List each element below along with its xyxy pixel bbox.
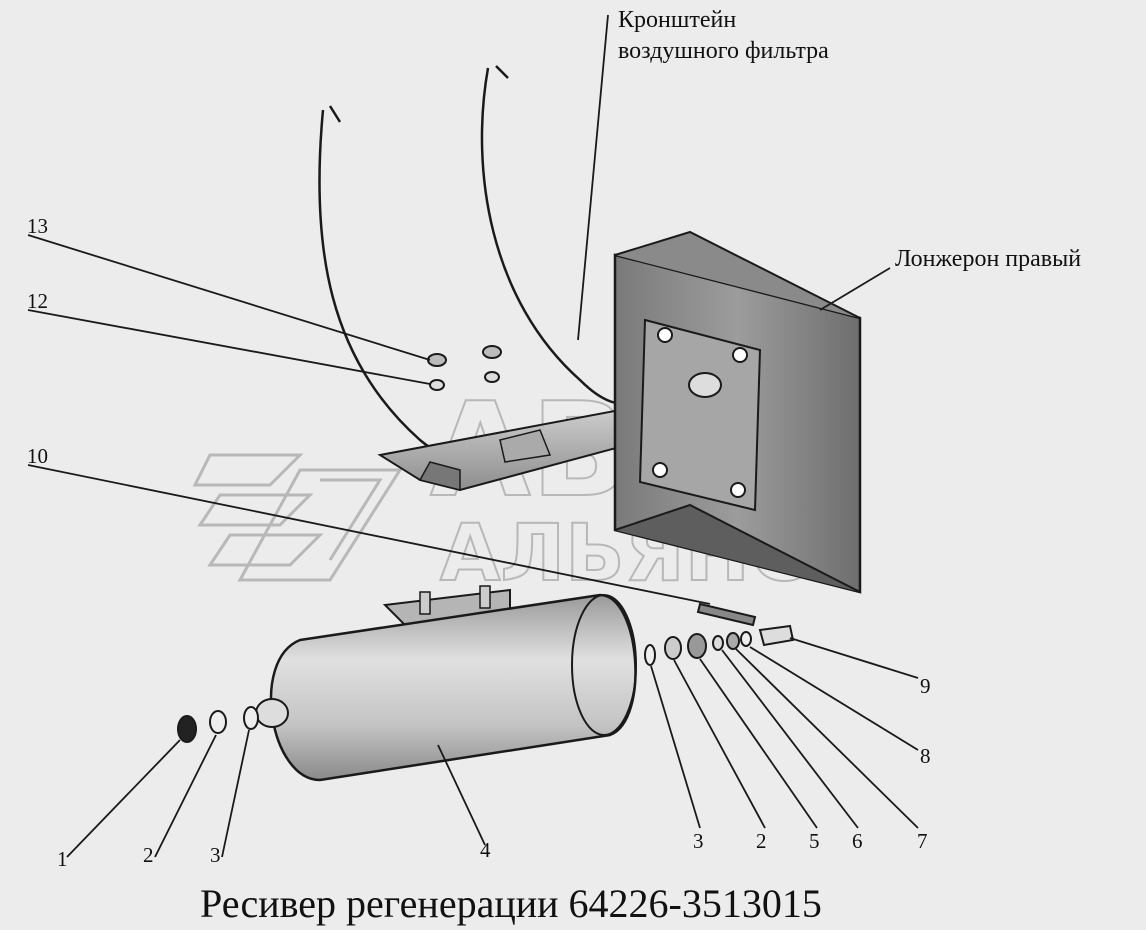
part-number-2-left: 2	[143, 843, 154, 867]
callout-bracket-line1: Кронштейн	[618, 7, 736, 33]
part-number-1: 1	[57, 847, 68, 871]
part-number-4: 4	[480, 838, 491, 862]
part-number-9: 9	[920, 674, 931, 698]
part-number-8: 8	[920, 744, 931, 768]
diagram-title: Ресивер регенерации 64226-3513015	[200, 881, 822, 926]
watermark-logo-icon	[192, 453, 403, 582]
left-fittings	[177, 706, 259, 743]
part-number-6: 6	[852, 829, 863, 853]
part-number-5: 5	[809, 829, 820, 853]
bracket-studs	[427, 345, 502, 391]
callout-frame-rail: Лонжерон правый	[895, 246, 1081, 272]
frame-rail	[613, 230, 862, 594]
part-number-3-left: 3	[210, 843, 221, 867]
part-number-13: 13	[27, 214, 48, 238]
right-fittings	[644, 602, 795, 666]
part-number-2-right: 2	[756, 829, 767, 853]
part-number-3-right: 3	[693, 829, 704, 853]
part-number-10: 10	[27, 444, 48, 468]
leader-lines	[27, 14, 919, 858]
callout-bracket-line2: воздушного фильтра	[618, 38, 829, 64]
part-number-7: 7	[917, 829, 928, 853]
part-number-12: 12	[27, 289, 48, 313]
receiver-tank	[255, 585, 637, 782]
